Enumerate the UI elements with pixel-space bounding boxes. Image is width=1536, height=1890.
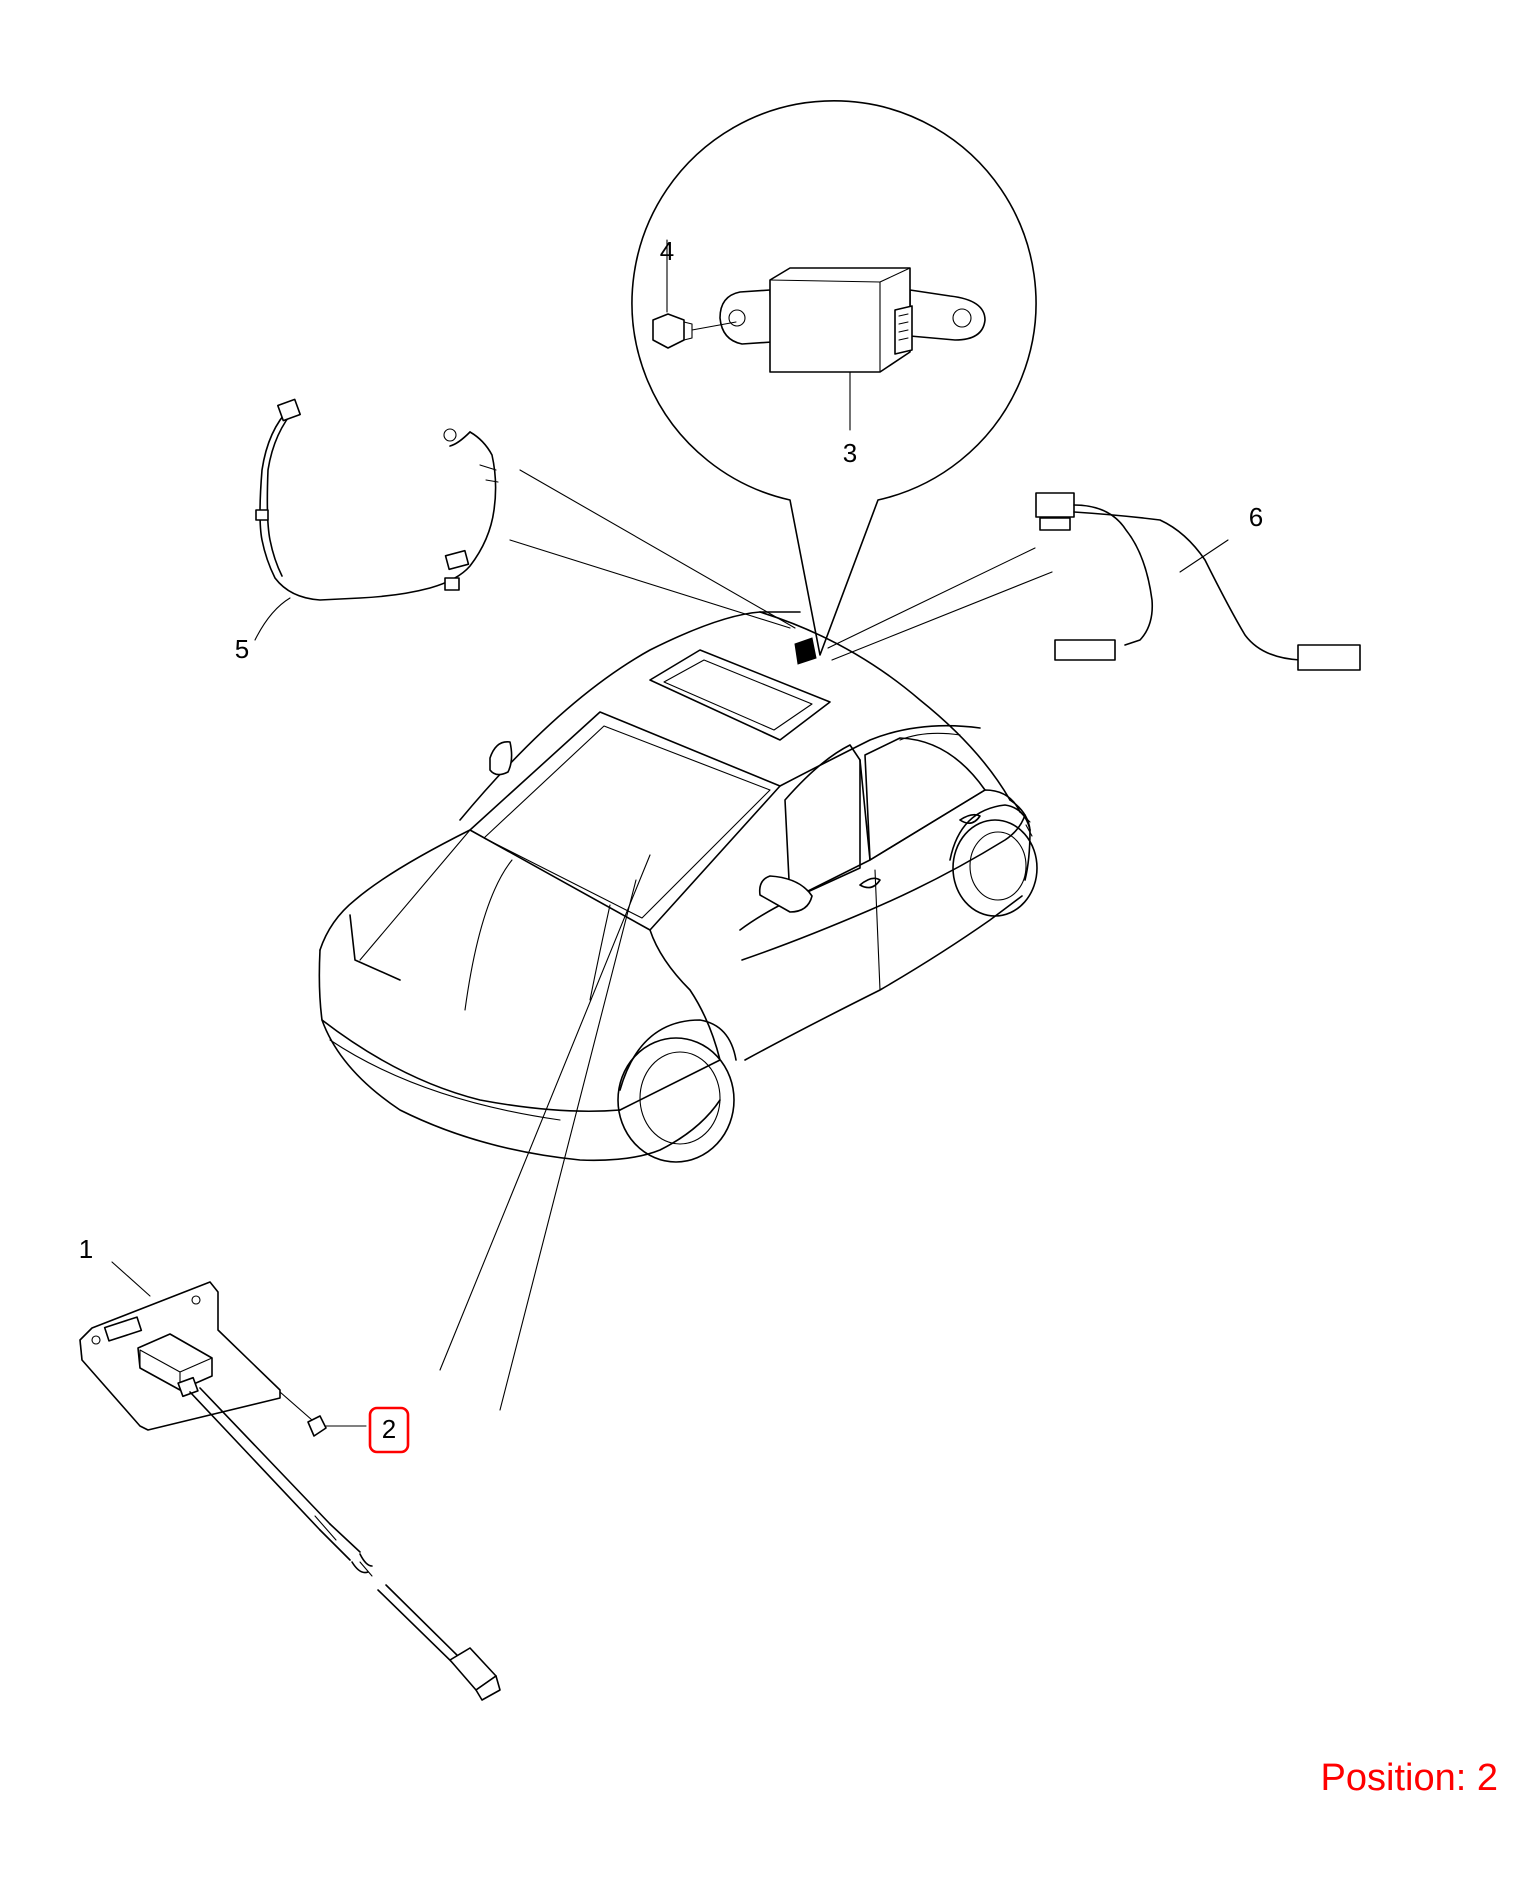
callout-2-highlight-box	[368, 1406, 410, 1454]
callout-5[interactable]: 5	[235, 634, 249, 664]
callout-1[interactable]: 1	[79, 1234, 93, 1264]
leader-lines	[439, 469, 1053, 1411]
screw-part-2[interactable]	[279, 1391, 367, 1437]
wire-harness-part-6[interactable]	[1035, 492, 1361, 671]
detail-magnifier	[631, 100, 1037, 656]
wire-harness-part-5[interactable]	[254, 398, 499, 641]
bracket-part-1[interactable]	[79, 1261, 501, 1701]
callout-6[interactable]: 6	[1249, 502, 1263, 532]
callout-2[interactable]: 2	[382, 1414, 396, 1444]
callout-4[interactable]: 4	[660, 236, 674, 266]
vehicle-outline	[318, 611, 1038, 1163]
module-part-3[interactable]	[719, 267, 986, 431]
callout-3[interactable]: 3	[843, 438, 857, 468]
bolt-part-4[interactable]	[652, 239, 737, 349]
position-label: Position: 2	[1320, 1757, 1498, 1799]
roof-module-mount	[794, 637, 817, 665]
